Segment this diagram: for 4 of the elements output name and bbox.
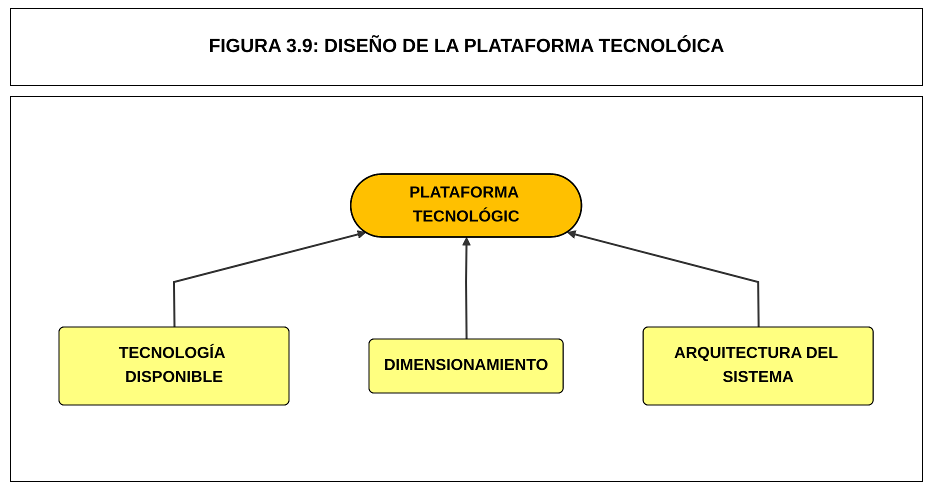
arrow [462,236,472,340]
figure-title: FIGURA 3.9: DISEÑO DE LA PLATAFORMA TECNOLÓICA [10,8,923,86]
arrow [568,230,760,328]
arrow [173,230,366,327]
